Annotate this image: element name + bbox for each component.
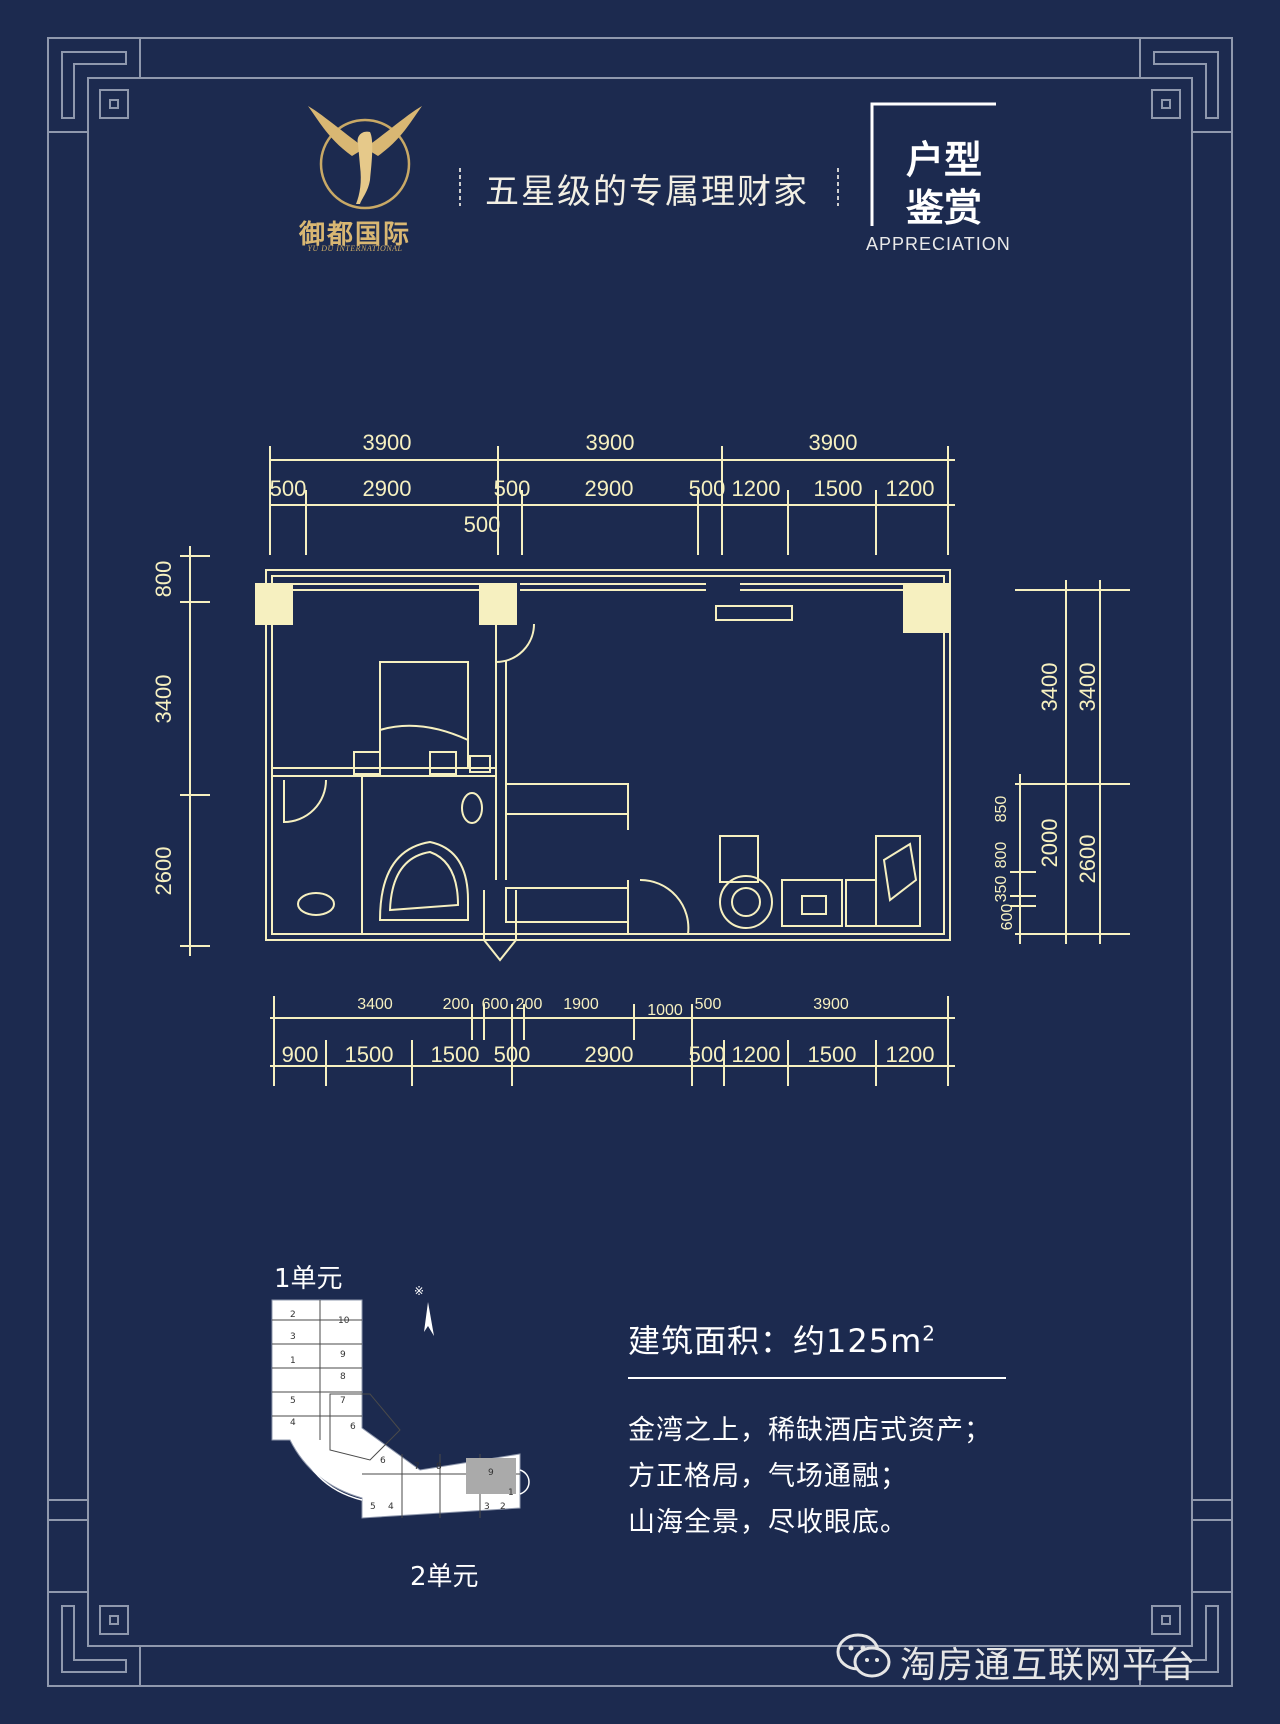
room-number: 3 xyxy=(484,1502,490,1512)
dim-top2-5: 500 xyxy=(688,476,726,501)
room-number: 2 xyxy=(290,1310,296,1320)
dim-bot1-5: 1900 xyxy=(563,996,599,1013)
unit1-label: 1单元 xyxy=(274,1264,343,1294)
section-title-line2: 鉴赏 xyxy=(906,186,983,230)
room-number: 7 xyxy=(414,1462,420,1472)
room-number: 7 xyxy=(340,1396,346,1406)
room-number: 8 xyxy=(436,1462,442,1472)
dim-bot1-2: 200 xyxy=(442,996,470,1013)
dim-top-2: 3900 xyxy=(585,430,635,455)
dim-top2-1: 500 xyxy=(269,476,307,501)
room-number: 1 xyxy=(508,1488,514,1498)
dim-top-1: 3900 xyxy=(362,430,412,455)
dim-bot1-7: 500 xyxy=(694,996,722,1013)
unit2-label: 2单元 xyxy=(410,1562,479,1592)
room-number: 1 xyxy=(290,1356,296,1366)
dim-bot2-4: 500 xyxy=(493,1042,531,1067)
dim-bot1-8: 3900 xyxy=(813,996,849,1013)
dim-bot2-7: 1200 xyxy=(731,1042,781,1067)
area-unit-superscript: 2 xyxy=(922,1321,936,1346)
dim-bot2-8: 1500 xyxy=(807,1042,857,1067)
dim-bot1-3: 600 xyxy=(481,996,509,1013)
dim-top2-2: 2900 xyxy=(362,476,412,501)
dim-top-3: 3900 xyxy=(808,430,858,455)
building-area-label: 建筑面积：约125m xyxy=(628,1322,923,1360)
dim-bot2-3: 1500 xyxy=(430,1042,480,1067)
room-number: 6 xyxy=(350,1422,356,1432)
wechat-icon xyxy=(836,1633,891,1678)
description-line-1: 金湾之上，稀缺酒店式资产； xyxy=(628,1415,992,1446)
room-number: 5 xyxy=(290,1396,296,1406)
room-number: 8 xyxy=(340,1372,346,1382)
room-number: 2 xyxy=(500,1502,506,1512)
compass-mark: ※ xyxy=(414,1284,425,1298)
dim-bot2-2: 1500 xyxy=(344,1042,394,1067)
room-number: 10 xyxy=(338,1316,350,1326)
dim-bot2-5: 2900 xyxy=(584,1042,634,1067)
room-number: 9 xyxy=(488,1468,494,1478)
dim-top2-4: 2900 xyxy=(584,476,634,501)
dim-top2-7: 1500 xyxy=(813,476,863,501)
room-number: 4 xyxy=(388,1502,394,1512)
dim-top2-3: 500 xyxy=(493,476,531,501)
brand-name: 御都国际 xyxy=(298,220,411,250)
room-number: 5 xyxy=(370,1502,376,1512)
section-title-line1: 户型 xyxy=(906,138,983,182)
dim-bot2-9: 1200 xyxy=(885,1042,935,1067)
dim-bot1-6: 1000 xyxy=(647,1002,683,1019)
dim-bot2-6: 500 xyxy=(688,1042,726,1067)
dim-top-extra: 500 xyxy=(463,512,501,537)
room-number: 6 xyxy=(380,1456,386,1466)
room-number: 9 xyxy=(340,1350,346,1360)
dim-bot1-4: 200 xyxy=(515,996,543,1013)
building-area: 建筑面积：约125m2 xyxy=(628,1316,936,1362)
section-title: 户型 鉴赏 xyxy=(906,136,1016,232)
brand-sub-name: YU DU INTERNATIONAL xyxy=(307,244,403,253)
description-line-2: 方正格局，气场通融； xyxy=(628,1461,908,1492)
dim-bot1-1: 3400 xyxy=(357,996,393,1013)
winged-horse-logo-icon xyxy=(308,106,422,210)
room-number: 3 xyxy=(290,1332,296,1342)
watermark-text: 淘房通互联网平台 xyxy=(900,1645,1197,1686)
description-line-3: 山海全景，尽收眼底。 xyxy=(628,1507,908,1538)
section-subtitle: APPRECIATION xyxy=(866,234,1011,254)
dim-top2-8: 1200 xyxy=(885,476,935,501)
dim-top2-6: 1200 xyxy=(731,476,781,501)
dim-bot2-1: 900 xyxy=(281,1042,319,1067)
room-number: 4 xyxy=(290,1418,296,1428)
slogan: 五星级的专属理财家 xyxy=(485,172,809,212)
